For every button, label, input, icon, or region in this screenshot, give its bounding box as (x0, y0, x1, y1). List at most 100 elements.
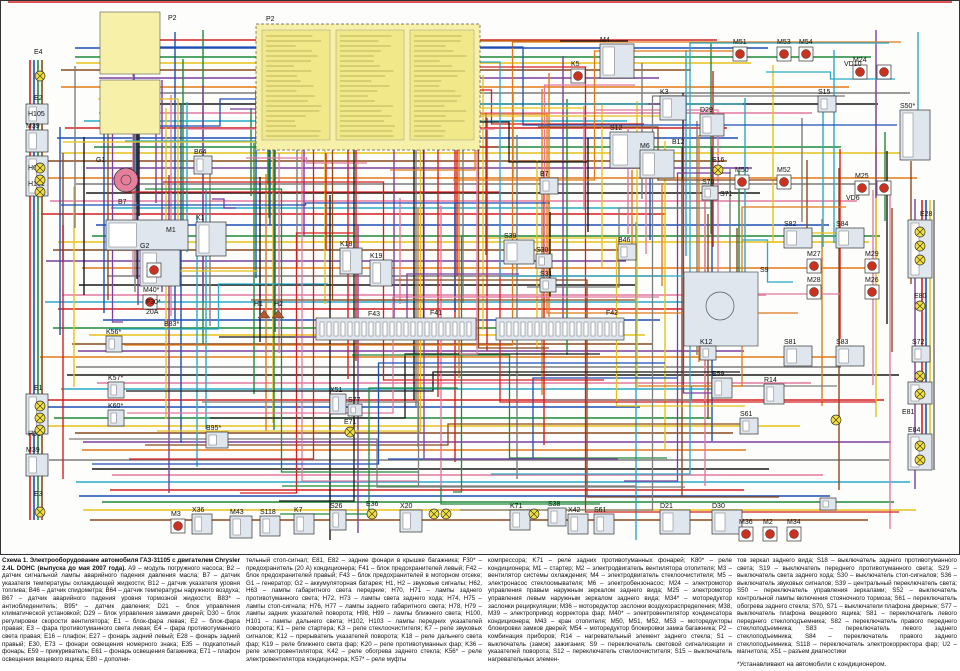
wire-route (240, 232, 353, 494)
fuse-slot (445, 321, 451, 337)
lamp-k71 (528, 508, 540, 520)
switch-s31: S31 (539, 271, 557, 293)
label-e1: E1 (34, 385, 43, 392)
headlamp-corrector-m39-left: M39 (25, 447, 49, 477)
wire-route (210, 353, 600, 419)
cluster-text-lines (266, 35, 467, 137)
door-lock-m51: M51 (732, 39, 748, 62)
svg-text:M39: M39 (26, 447, 40, 454)
svg-text:B7: B7 (540, 171, 549, 178)
svg-text:S70: S70 (702, 179, 715, 186)
fuse-slot (326, 321, 332, 337)
wire-route (395, 279, 779, 498)
fuse-slot (410, 321, 416, 337)
lamp-e27a (914, 440, 926, 452)
label-h62: H62 (28, 165, 41, 172)
heater-valve-m43: M43 (229, 509, 253, 539)
lamp-e3 (34, 506, 46, 518)
lamp-e36: E36 (366, 501, 379, 520)
fuse-slot (534, 321, 540, 337)
fuse-slot (583, 321, 589, 337)
fuse-slot (389, 321, 395, 337)
svg-text:M2: M2 (763, 519, 773, 526)
wire-route (124, 191, 876, 403)
svg-text:F42: F42 (606, 310, 618, 317)
svg-text:X20: X20 (400, 503, 413, 510)
svg-text:B95*: B95* (206, 425, 221, 432)
label-h101: H101 (28, 181, 45, 188)
headlamp-corrector-m39: M39 (25, 123, 49, 153)
heater-fan-m2: M2 (762, 519, 778, 542)
washer-pump-m5: K5 (570, 61, 586, 84)
lamp-h101b (34, 186, 46, 198)
wire-route (491, 42, 889, 475)
main-light-switch-s39: S39 (503, 233, 535, 265)
diagram-caption: Схема 1. Электрооборудование автомобиля … (0, 557, 960, 671)
mirror-heat-switch-s15: S15 (817, 89, 837, 113)
svg-text:S77: S77 (348, 397, 361, 404)
label-g1: G1 (96, 157, 105, 164)
svg-text:P2: P2 (266, 16, 275, 23)
svg-text:M36: M36 (739, 519, 753, 526)
lamp-e81 (830, 414, 842, 426)
fuse-slot (403, 321, 409, 337)
lamp-e28a (914, 226, 926, 238)
wiring-diagram: F41 F42 P2 S9 E4E2H105M39H62H101E1H61M39… (0, 0, 960, 555)
label-e28: E28 (920, 211, 933, 218)
svg-text:E16: E16 (712, 157, 725, 164)
damper-m36: M36 (738, 519, 754, 542)
fuse-slot (590, 321, 596, 337)
lamp-e1b (34, 412, 46, 424)
fuse-slot (347, 321, 353, 337)
climate-unit-d21: D21 (659, 503, 691, 535)
svg-text:S38: S38 (548, 501, 561, 508)
relay-k19: K19 (369, 253, 393, 287)
flasher-k12: K12 (699, 339, 717, 361)
svg-text:K5: K5 (571, 61, 580, 68)
wire-route (145, 188, 418, 473)
lamp-e80: E80 (914, 293, 927, 312)
svg-text:M26: M26 (865, 277, 879, 284)
fan-speed-d30: D30 (711, 503, 743, 535)
fuse-slot (417, 321, 423, 337)
lamp-e73 (914, 388, 926, 400)
mirror-motor-m24b (876, 64, 892, 80)
svg-text:S61: S61 (594, 507, 607, 514)
fuse-slot (597, 321, 603, 337)
instrument-cluster-p2: P2 (255, 16, 481, 151)
svg-text:K71: K71 (510, 503, 523, 510)
pressure-sensor-b95: B95* (205, 425, 229, 449)
generator-g1 (113, 167, 139, 193)
fuse-slot (541, 321, 547, 337)
caption-column-3: компрессора; K71 – реле задних противоту… (488, 557, 732, 663)
wiper-motor-m4: M4 (599, 37, 635, 79)
mirror-switch-s50: S50* (899, 103, 931, 161)
svg-text:X36: X36 (192, 507, 205, 514)
caption-column-4: тов зеркал заднего вида; S18 – выключате… (737, 557, 957, 656)
label-b12: B12 (672, 139, 685, 146)
label-top-p2: P2 (168, 15, 177, 22)
label-h2: H2 (274, 301, 283, 308)
wire-route (109, 283, 328, 330)
svg-text:M39: M39 (26, 123, 40, 130)
horns-h1-h2 (257, 309, 285, 319)
window-switch-s83: S83 (835, 339, 865, 367)
svg-text:S82: S82 (784, 221, 797, 228)
svg-text:E59: E59 (712, 371, 725, 378)
svg-text:S83: S83 (836, 339, 849, 346)
door-lock-m53: M53 (776, 39, 792, 62)
switch-s38: S38 (547, 501, 567, 527)
relay-k56: K56* (105, 329, 123, 353)
label-f30: F30* (146, 299, 161, 306)
headlamp-e2 (25, 103, 49, 125)
svg-text:M51: M51 (733, 39, 747, 46)
recirculation-m34: M34 (786, 519, 802, 542)
sensor-b64: B64 (193, 149, 213, 175)
svg-text:M50: M50 (735, 167, 749, 174)
label-vd6: VD6 (846, 195, 860, 202)
switch-s77: S77 (347, 397, 363, 417)
svg-text:K19: K19 (370, 253, 383, 260)
brake-switch-s30: S30 (535, 247, 553, 269)
fuse-slot (618, 321, 624, 337)
svg-text:B46: B46 (618, 237, 631, 244)
